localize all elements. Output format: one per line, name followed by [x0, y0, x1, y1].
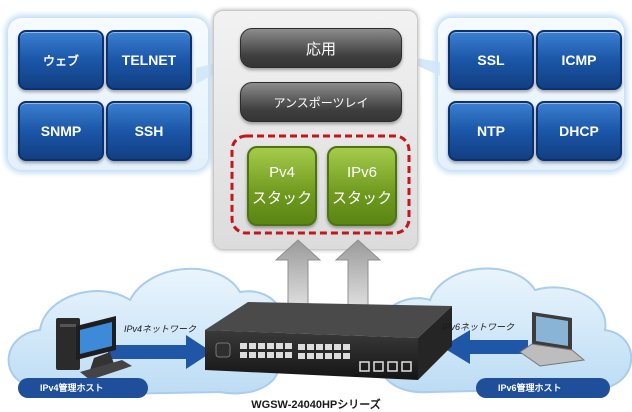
ipv6-stack-subtitle: スタック [331, 190, 392, 207]
ipv6-network-label: IPv6ネットワーク [442, 322, 515, 332]
application-layer-label: 応用 [305, 40, 336, 58]
desktop-pc-icon [56, 316, 132, 380]
ssl-button[interactable]: SSL [448, 30, 534, 90]
dhcp-button[interactable]: DHCP [536, 101, 622, 161]
ipv6-traffic-arrow [442, 330, 528, 364]
ipv4-stack-title: Pv4 [269, 164, 295, 181]
telnet-button[interactable]: TELNET [106, 30, 192, 90]
ipv4-stack-subtitle: スタック [251, 190, 312, 207]
ipv4-management-host-label: IPv4管理ホスト [18, 378, 148, 398]
application-layer[interactable]: 応用 [240, 28, 402, 68]
ipv4-traffic-arrow [108, 335, 212, 369]
icmp-button[interactable]: ICMP [536, 30, 622, 90]
ipv4-network-label: IPv4ネットワーク [124, 324, 197, 334]
switch-sfp-ports [359, 361, 412, 372]
upward-arrows [274, 239, 382, 313]
snmp-button[interactable]: SNMP [18, 101, 104, 161]
ipv6-management-host-label: IPv6管理ホスト [476, 378, 610, 398]
web-button[interactable]: ウェブ [18, 30, 104, 90]
ipv6-stack-title: IPv6 [346, 164, 377, 181]
ipv4-stack-block[interactable]: Pv4 スタック [247, 146, 317, 226]
ssh-button[interactable]: SSH [106, 101, 192, 161]
laptop-icon [519, 312, 586, 367]
ntp-button[interactable]: NTP [448, 101, 534, 161]
switch-ports [240, 343, 350, 359]
transport-layer-label: アンスポーツレイ [273, 95, 369, 110]
switch-model-caption: WGSW-24040HPシリーズ [251, 399, 381, 411]
ipv6-stack-block[interactable]: IPv6 スタック [327, 146, 397, 226]
network-switch-icon [205, 302, 452, 380]
transport-layer[interactable]: アンスポーツレイ [240, 82, 402, 122]
